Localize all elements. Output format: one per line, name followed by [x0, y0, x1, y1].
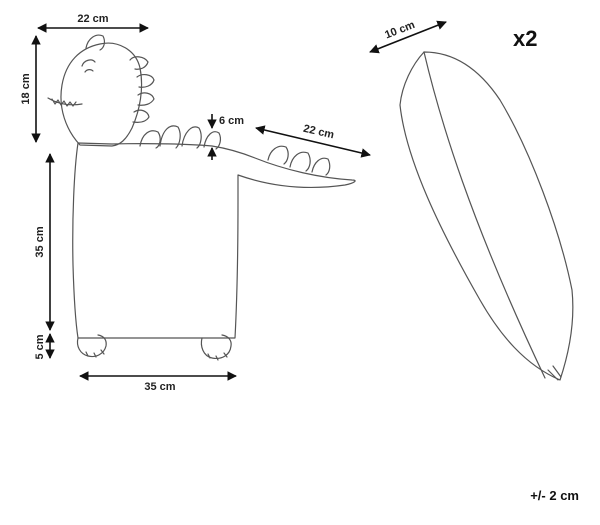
dino-head-spike [129, 56, 149, 70]
dino-back-spike [203, 131, 222, 150]
dino-tail-spike [289, 151, 311, 172]
dino-head-spike [137, 92, 155, 106]
pillow-thickness-label: 10 cm [383, 19, 417, 41]
feet-height-label: 5 cm [34, 334, 46, 359]
tolerance-note: +/- 2 cm [530, 488, 579, 503]
pillow-corner-fold [547, 365, 562, 381]
head-height-label: 18 cm [20, 73, 32, 104]
quantity-label: x2 [513, 26, 537, 51]
pillow-seam [423, 51, 546, 379]
dino-back-spike [181, 126, 202, 149]
dino-back-spike [139, 130, 161, 149]
dino-head-spike [85, 34, 106, 51]
body-height-label: 35 cm [34, 226, 46, 257]
dino-tail-spike [267, 145, 289, 165]
dino-mouth [47, 97, 83, 107]
tail-length-arrow [255, 125, 371, 158]
dino-head-spike [136, 74, 155, 88]
dino-right-foot [200, 334, 232, 360]
head-width-label: 22 cm [77, 13, 108, 25]
dino-left-foot-toe [85, 349, 105, 358]
dino-head-outline [60, 42, 143, 147]
dino-left-foot [76, 334, 107, 358]
dino-body-outline [72, 142, 356, 339]
tail-length-label: 22 cm [302, 123, 335, 142]
cushion-side-view [399, 51, 574, 381]
pillow-thickness-arrow [369, 20, 447, 54]
body-width-label: 35 cm [144, 381, 175, 393]
spike-height-label: 6 cm [219, 115, 244, 127]
dino-head-spike [132, 109, 150, 123]
dino-eye [81, 59, 96, 67]
dino-eye-lid [84, 69, 94, 73]
dinosaur-cushion-front-view [47, 34, 356, 361]
dino-tail-spike [311, 157, 331, 176]
dino-back-spike [159, 125, 181, 149]
dino-right-foot-toe [207, 352, 228, 361]
pillow-side-outline [399, 51, 574, 381]
